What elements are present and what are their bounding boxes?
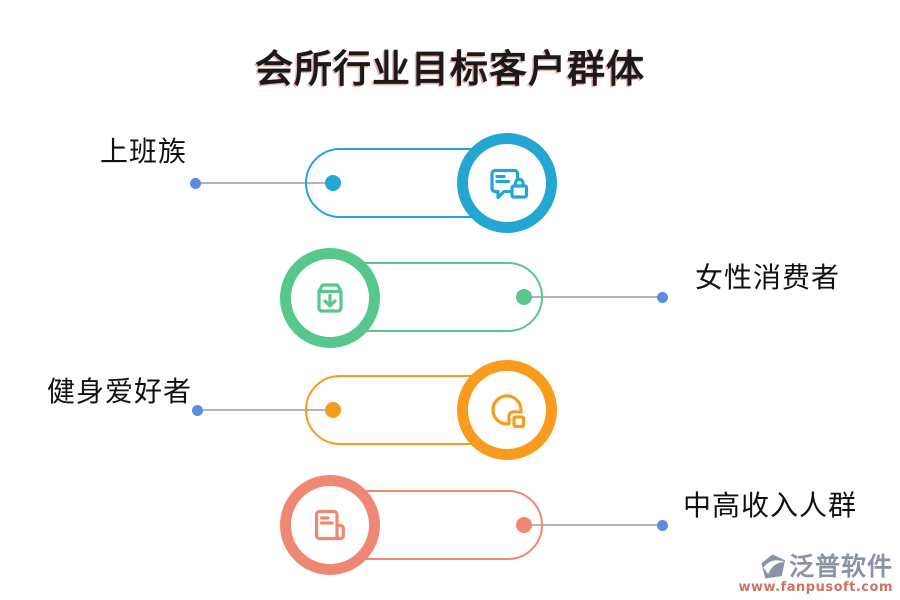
watermark-brand-text: 泛普软件 xyxy=(788,551,893,581)
group-label-2: 女性消费者 xyxy=(695,261,841,294)
watermark-brand-row: 泛普软件 xyxy=(738,551,893,581)
connector-endpoint-dot xyxy=(190,178,201,189)
group-label-3: 健身爱好者 xyxy=(47,375,193,408)
capsule-dot xyxy=(325,402,341,418)
group-label-1: 上班族 xyxy=(100,135,188,168)
chat-lock-icon xyxy=(490,168,529,200)
box-arrow-down-icon xyxy=(317,283,343,313)
connector-line xyxy=(195,182,333,184)
icon-circle-3 xyxy=(457,360,557,460)
capsule-dot xyxy=(516,517,532,533)
watermark: 泛普软件 www.fanpusoft.com xyxy=(738,551,893,595)
connector-endpoint-dot xyxy=(657,520,668,531)
icon-circle-4 xyxy=(280,475,380,575)
capsule-dot xyxy=(325,175,341,191)
connector-endpoint-dot xyxy=(192,405,203,416)
connector-line xyxy=(524,524,662,526)
page-title: 会所行业目标客户群体 xyxy=(254,46,645,91)
capsule-dot xyxy=(516,289,532,305)
group-label-4: 中高收入人群 xyxy=(683,489,858,522)
icon-circle-1 xyxy=(457,133,557,233)
document-icon xyxy=(314,509,345,541)
pie-chart-icon xyxy=(491,394,526,429)
icon-circle-2 xyxy=(280,248,380,348)
watermark-url: www.fanpusoft.com xyxy=(738,580,893,595)
fanpu-logo-icon xyxy=(761,554,786,579)
connector-line xyxy=(524,296,662,298)
connector-endpoint-dot xyxy=(657,292,668,303)
connector-line xyxy=(197,409,333,411)
